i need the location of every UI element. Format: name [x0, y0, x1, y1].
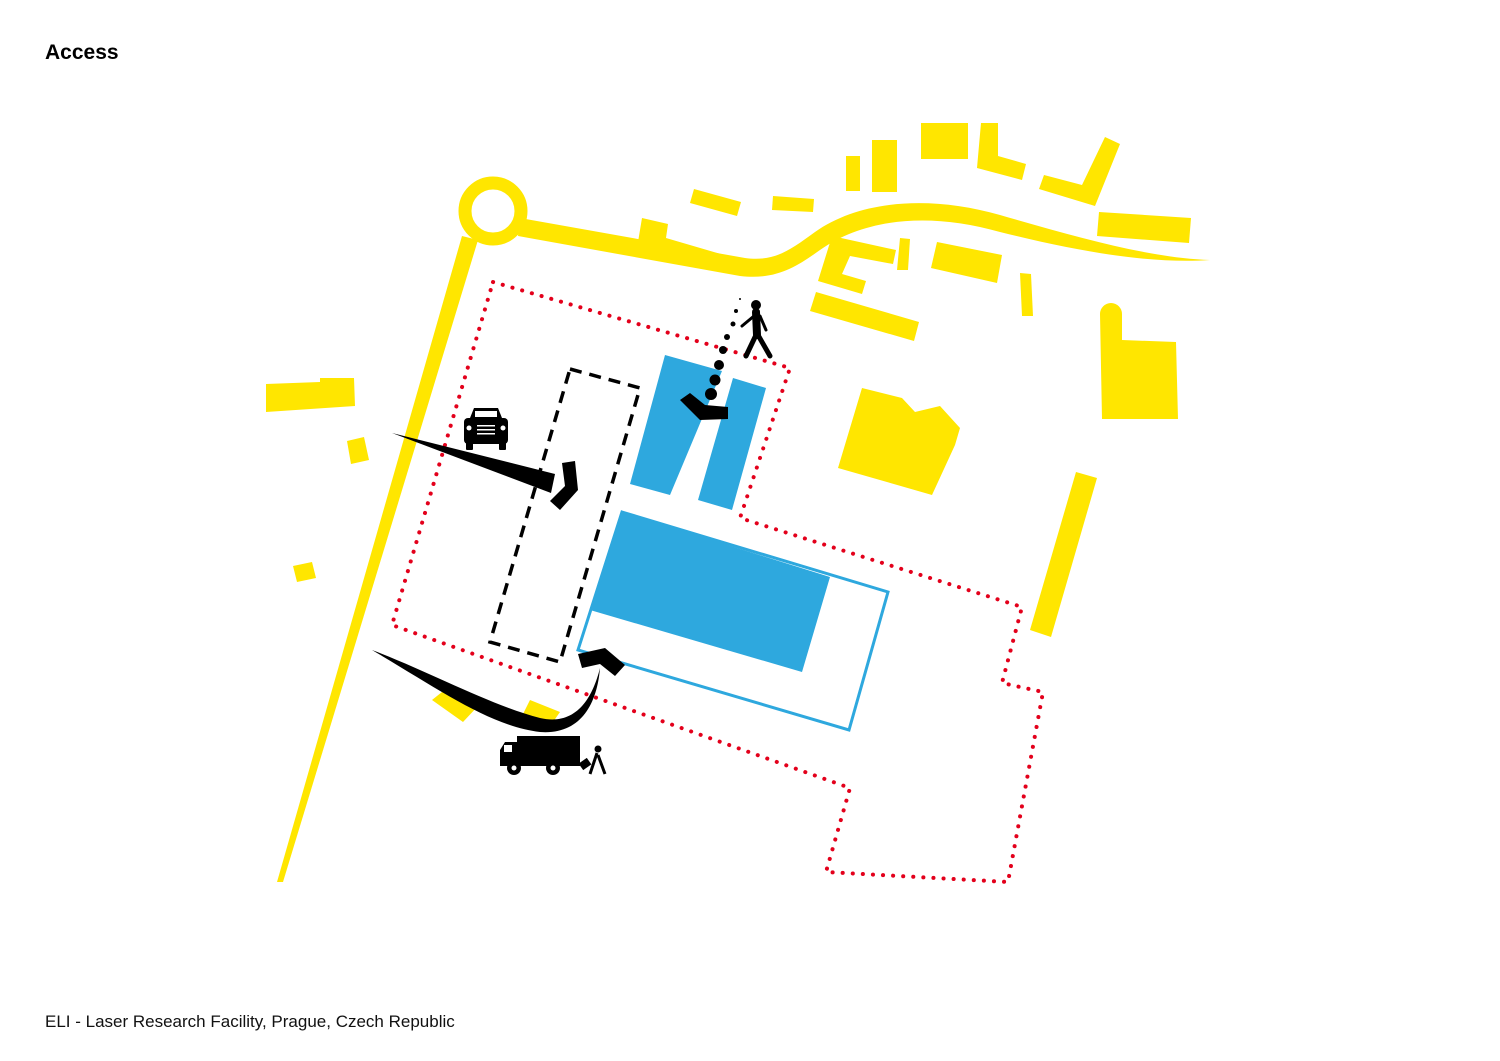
caption: ELI - Laser Research Facility, Prague, C…	[45, 1012, 455, 1031]
wing-east	[698, 378, 766, 510]
diagram-title: Access	[45, 41, 119, 64]
car-access-wedge	[392, 433, 555, 493]
pedestrian-path-dots	[705, 298, 741, 400]
wing-west	[630, 355, 722, 495]
pedestrian-access-chevron	[680, 393, 728, 420]
project-buildings	[576, 355, 890, 732]
delivery-access-chevron	[578, 648, 625, 676]
main-block	[590, 512, 830, 672]
delivery-truck-icon	[500, 736, 607, 775]
site-boundary	[389, 279, 1046, 885]
main-block-outline	[576, 510, 890, 732]
access-arrows	[372, 298, 741, 733]
delivery-access-swoosh	[372, 650, 600, 733]
car-access-chevron	[550, 461, 578, 510]
context-buildings	[266, 123, 1191, 722]
road-west	[277, 236, 478, 882]
parking-area-outline	[487, 366, 643, 665]
roundabout	[458, 176, 528, 246]
pedestrian-icon	[740, 300, 773, 359]
car-icon	[464, 408, 508, 450]
